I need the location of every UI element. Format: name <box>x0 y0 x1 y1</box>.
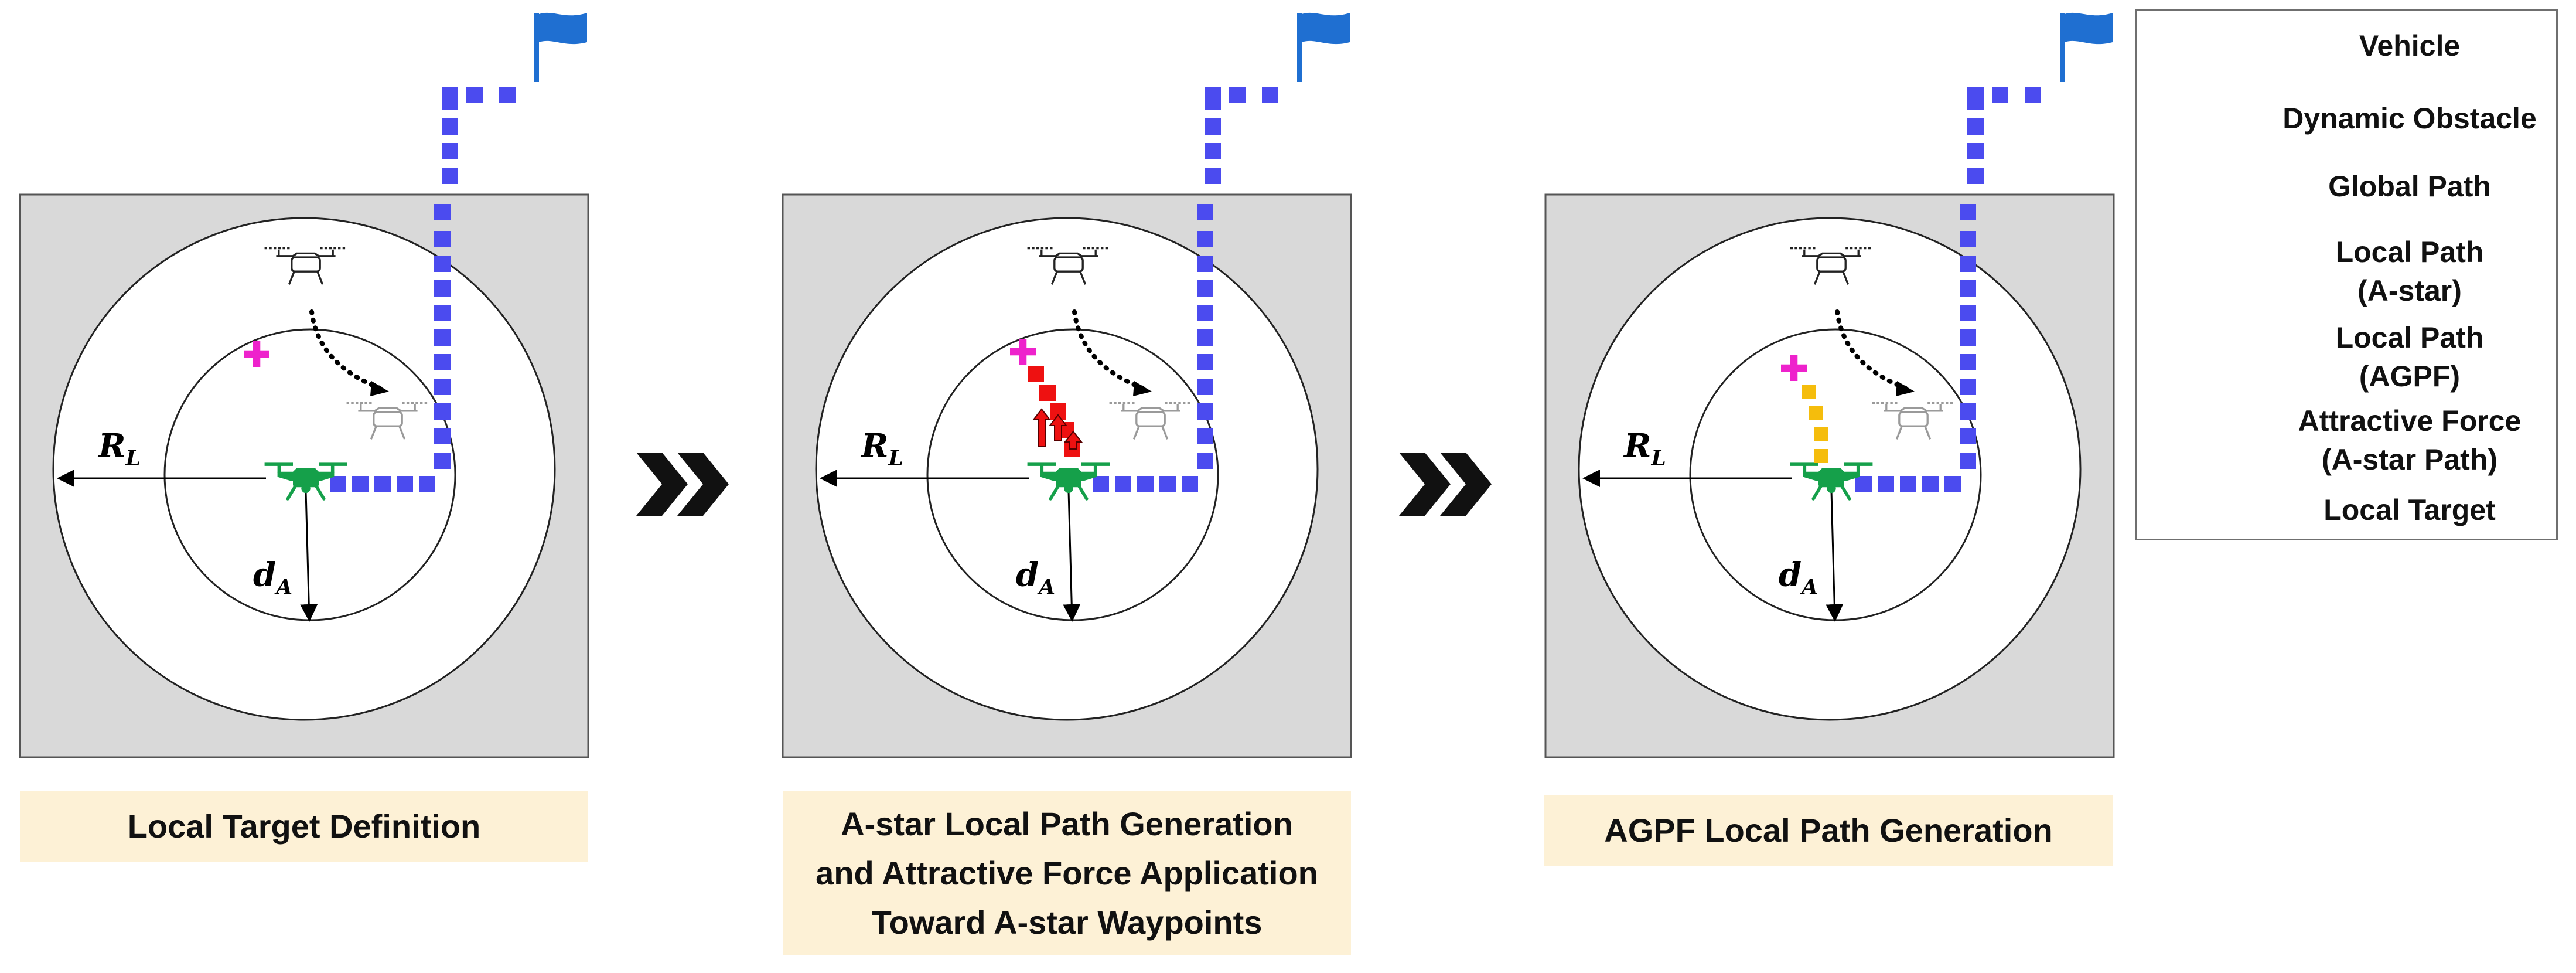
legend-astar-line-1: Local Path <box>2335 236 2484 268</box>
legend-agpf-line-1: Local Path <box>2335 321 2484 354</box>
legend-label-agpf-path: Local Path (AGPF) <box>2269 318 2550 396</box>
obstacle-motion-path <box>309 309 382 390</box>
predicted-obstacle-drone-icon <box>1109 402 1192 440</box>
caption-2-line-1: A-star Local Path Generation <box>841 805 1293 842</box>
legend-agpf-line-2: (AGPF) <box>2359 360 2461 393</box>
legend-label-astar-path: Local Path (A-star) <box>2269 233 2550 310</box>
legend-label-local-target: Local Target <box>2269 491 2550 529</box>
distance-arrow <box>300 491 318 622</box>
global-path-outside-1 <box>442 87 516 184</box>
distance-label: dA <box>1779 556 1818 600</box>
goal-flag-icon <box>1297 12 1350 82</box>
legend-obstacle-text: Dynamic Obstacle <box>2282 102 2537 135</box>
legend: Vehicle Dynamic Obstacle Global Path Loc… <box>2135 9 2558 540</box>
global-path-outside-3 <box>1967 87 2041 184</box>
caption-lines-1: Local Target Definition <box>128 802 481 851</box>
global-path-in-panel <box>330 204 451 492</box>
caption-lines-3: AGPF Local Path Generation <box>1604 806 2052 855</box>
local-target-cross-icon <box>1781 355 1807 381</box>
obstacle-motion-arrowhead <box>1133 381 1152 396</box>
vehicle-drone-icon <box>1027 462 1110 501</box>
legend-vehicle-text: Vehicle <box>2359 29 2461 62</box>
global-path-in-panel <box>1093 204 1213 492</box>
caption-local-target-definition: Local Target Definition <box>20 791 588 862</box>
obstacle-motion-path <box>1072 309 1145 390</box>
legend-target-text: Local Target <box>2323 494 2496 526</box>
legend-force-line-1: Attractive Force <box>2298 404 2522 437</box>
caption-lines-2: A-star Local Path Generation and Attract… <box>816 800 1318 947</box>
goal-flag-icon <box>2060 12 2113 82</box>
sequence-chevron-icon-2 <box>1399 453 1492 516</box>
legend-label-global-path: Global Path <box>2269 167 2550 206</box>
agpf-local-path <box>1802 385 1828 463</box>
sequence-chevron-icon-1 <box>636 453 729 516</box>
caption-2-line-3: Toward A-star Waypoints <box>871 904 1263 941</box>
global-path-in-panel <box>1855 204 1976 492</box>
caption-agpf-local-path: AGPF Local Path Generation <box>1544 795 2113 866</box>
attractive-force-arrows <box>1032 408 1083 450</box>
local-target-cross-icon <box>1010 339 1036 365</box>
caption-3-line-1: AGPF Local Path Generation <box>1604 812 2053 849</box>
legend-astar-line-2: (A-star) <box>2357 274 2462 307</box>
legend-force-line-2: (A-star Path) <box>2321 443 2498 476</box>
distance-arrow <box>1063 491 1081 622</box>
legend-global-path-text: Global Path <box>2328 170 2491 203</box>
legend-label-dynamic-obstacle: Dynamic Obstacle <box>2269 99 2550 138</box>
goal-flag-icon <box>534 12 587 82</box>
obstacle-motion-path <box>1835 309 1908 390</box>
caption-2-line-2: and Attractive Force Application <box>816 855 1318 892</box>
obstacle-motion-arrowhead <box>370 381 389 396</box>
local-target-cross-icon <box>244 341 269 367</box>
predicted-obstacle-drone-icon <box>346 402 429 440</box>
global-path-outside-2 <box>1205 87 1278 184</box>
legend-label-attractive-force: Attractive Force (A-star Path) <box>2269 402 2550 479</box>
caption-1-line-1: Local Target Definition <box>127 808 481 845</box>
distance-arrow <box>1826 491 1844 622</box>
obstacle-motion-arrowhead <box>1896 381 1915 396</box>
caption-astar-local-path: A-star Local Path Generation and Attract… <box>783 791 1351 955</box>
vehicle-drone-icon <box>1790 462 1873 501</box>
legend-label-vehicle: Vehicle <box>2269 26 2550 65</box>
vehicle-drone-icon <box>264 462 347 501</box>
